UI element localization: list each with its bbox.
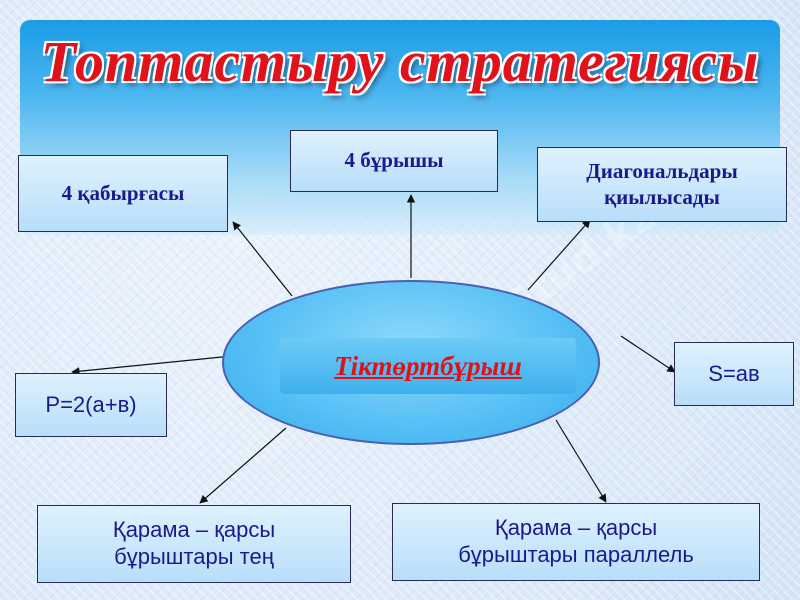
node-area-label: S=ав xyxy=(708,360,760,386)
arrow-to-diagonals xyxy=(527,219,591,291)
arrow-to-opposite-sides xyxy=(555,419,607,503)
node-diagonals: Диагональдары қиылысады xyxy=(537,147,787,222)
node-angles: 4 бұрышы xyxy=(290,130,498,192)
node-perimeter-label: Р=2(а+в) xyxy=(45,391,137,417)
arrow-to-sides xyxy=(232,221,293,297)
node-opposite-sides-line1: Қарама – қарсы xyxy=(494,515,658,541)
slide-title: Топтастыру стратегиясы xyxy=(40,29,760,94)
node-opposite-angles-line2: бұрыштары тең xyxy=(114,544,274,569)
node-diagonals-line1: Диагональдары xyxy=(586,158,738,183)
node-opposite-sides: Қарама – қарсы бұрыштары параллель xyxy=(392,503,760,581)
node-area: S=ав xyxy=(674,342,794,406)
node-angles-label: 4 бұрышы xyxy=(344,148,444,173)
center-label: Тіктөртбұрыш xyxy=(334,350,522,381)
node-opposite-angles: Қарама – қарсы бұрыштары тең xyxy=(37,505,351,583)
node-sides-label: 4 қабырғасы xyxy=(61,180,185,205)
arrow-to-area xyxy=(620,335,676,373)
node-diagonals-line2: қиылысады xyxy=(604,184,720,209)
center-label-ribbon: Тіктөртбұрыш xyxy=(280,338,576,394)
arrow-to-perimeter xyxy=(71,354,243,376)
node-sides: 4 қабырғасы xyxy=(18,155,228,232)
node-perimeter: Р=2(а+в) xyxy=(15,373,167,437)
arrow-to-opposite-angles xyxy=(199,427,287,504)
node-opposite-angles-line1: Қарама – қарсы xyxy=(112,517,276,543)
node-opposite-sides-line2: бұрыштары параллель xyxy=(458,542,694,567)
